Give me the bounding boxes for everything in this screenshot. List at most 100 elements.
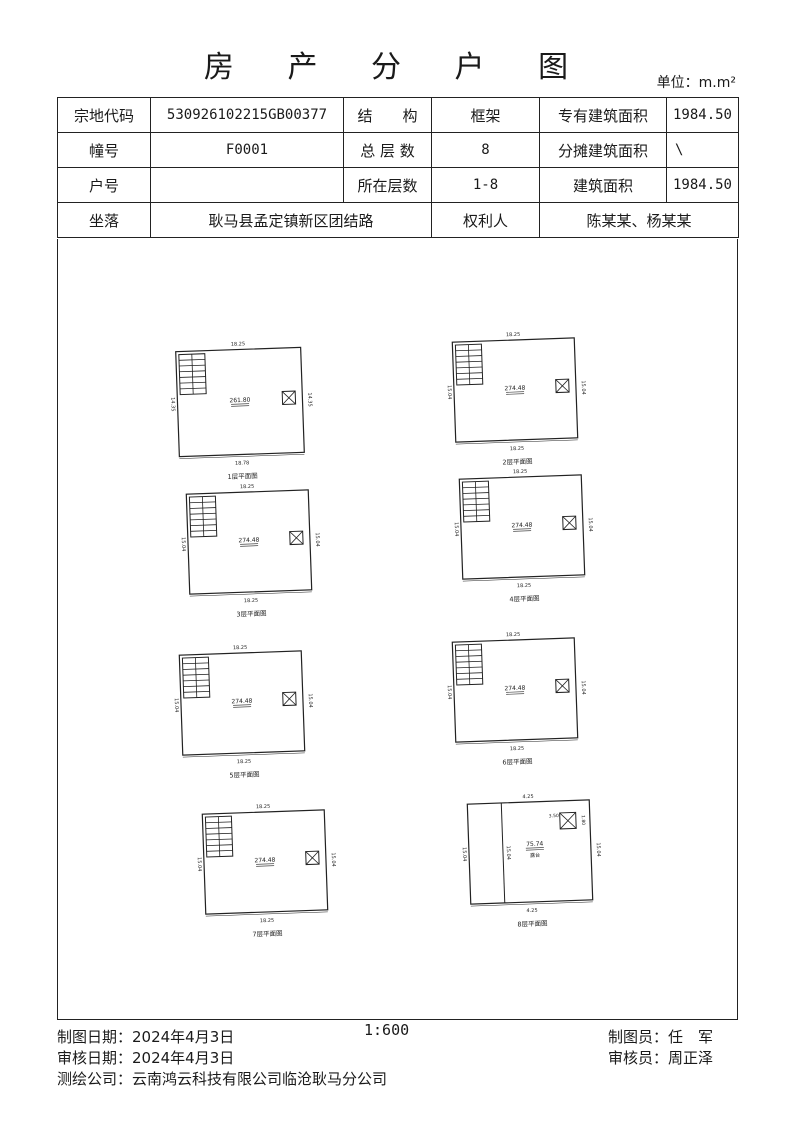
- dimension-bottom: 18.25: [510, 746, 525, 752]
- plan-caption: 2层平面图: [502, 457, 532, 466]
- dimension-bottom: 18.25: [517, 583, 532, 589]
- dimension-bottom: 18.25: [237, 759, 252, 765]
- dimension-right: 15.04: [314, 532, 320, 547]
- property-info-table: 宗地代码 530926102215GB00377 结 构 框架 专有建筑面积 1…: [57, 97, 739, 238]
- area-underline: [506, 691, 525, 693]
- plan-area-label: 274.48: [504, 385, 525, 393]
- plan-area-label: 274.48: [511, 522, 532, 530]
- stair-rail: [194, 657, 198, 698]
- floor-plan-area: [57, 239, 738, 1020]
- location-label: 坐落: [57, 202, 151, 238]
- plan-outline: [451, 637, 579, 743]
- area-underline: [231, 403, 250, 405]
- plan-caption: 1层平面图: [227, 472, 257, 481]
- stair-rail: [474, 481, 478, 522]
- dimension-bottom: 18.25: [244, 598, 259, 604]
- plan-area-label: 274.48: [231, 698, 252, 706]
- shaft-cross: [289, 530, 303, 545]
- owner-label: 权利人: [431, 202, 540, 238]
- plan-outline: [185, 489, 313, 595]
- table-row: 宗地代码 530926102215GB00377 结 构 框架 专有建筑面积 1…: [57, 97, 739, 133]
- floor-plan-4: 274.48 18.25 18.25 15.04 15.04 4层平面图: [453, 469, 593, 604]
- dimension-line: [189, 591, 312, 597]
- draw-date: 制图日期：2024年4月3日: [57, 1028, 235, 1046]
- area-underline: [233, 706, 252, 708]
- dimension-top: 18.25: [506, 632, 521, 638]
- dimension-right: 15.04: [587, 517, 593, 532]
- dimension-line: [205, 911, 328, 917]
- plan-caption: 3层平面图: [236, 609, 266, 618]
- unit-label: 单位：m.m²: [656, 75, 736, 91]
- area-underline: [506, 693, 525, 695]
- area-underline: [513, 530, 532, 532]
- dimension-line: [462, 576, 585, 582]
- survey-company: 测绘公司：云南鸿云科技有限公司临沧耿马分公司: [57, 1070, 388, 1088]
- dimension-bottom: 4.25: [526, 908, 537, 914]
- dimension-right: 15.04: [580, 680, 586, 695]
- total-floors-label: 总 层 数: [343, 132, 432, 168]
- scale-label: 1:600: [364, 1021, 410, 1039]
- dimension-top: 18.25: [233, 645, 248, 651]
- plan-outline: [178, 650, 306, 756]
- dimension-top: 18.25: [256, 804, 271, 810]
- plan-outline: [175, 346, 305, 458]
- shaft-box: [555, 378, 570, 394]
- plan-area-label: 261.80: [229, 397, 250, 405]
- dimension-bottom: 18.25: [260, 918, 275, 924]
- stair-rail: [467, 644, 471, 685]
- shaft-box: [281, 390, 297, 406]
- plan-outline: [466, 799, 594, 905]
- terrace-divider: [500, 802, 506, 903]
- shaft-cross: [282, 390, 296, 405]
- reviewer: 审核员：周正泽: [608, 1049, 714, 1067]
- dimension-line: [182, 752, 305, 758]
- dimension-right: 15.04: [330, 852, 336, 867]
- dimension-left: 15.04: [453, 522, 459, 537]
- dimension-bottom: 18.78: [235, 460, 250, 466]
- dimension-top: 18.25: [513, 469, 528, 475]
- area-underline: [513, 528, 532, 530]
- area-underline: [256, 863, 275, 865]
- building-area-label: 建筑面积: [539, 167, 667, 203]
- drafter: 制图员：任 军: [608, 1028, 714, 1046]
- dimension-top: 18.25: [231, 341, 246, 347]
- plan-area-label: 274.48: [238, 537, 259, 545]
- dimension-right: 15.04: [307, 693, 313, 708]
- area-underline: [240, 545, 259, 547]
- structure-value: 框架: [431, 97, 540, 133]
- shaft-cross: [282, 691, 296, 706]
- terrace-label: 露台: [530, 852, 540, 859]
- dimension-left: 15.04: [446, 385, 452, 400]
- plan-outline: [458, 474, 586, 580]
- stair-room: [559, 811, 577, 830]
- shaft-box: [282, 691, 297, 707]
- shaft-cross: [562, 515, 576, 530]
- location-value: 耿马县孟定镇新区团结路: [150, 202, 432, 238]
- dimension-top: 18.25: [506, 332, 521, 338]
- dimension-line: [455, 739, 578, 745]
- dimension-line: [179, 454, 305, 459]
- area-underline: [231, 405, 250, 407]
- dimension-left: 15.04: [173, 698, 179, 713]
- dimension-line: [455, 439, 578, 445]
- owner-value: 陈某某、杨某某: [539, 202, 739, 238]
- area-underline: [525, 847, 544, 849]
- dimension-right: 14.35: [306, 392, 312, 407]
- plan-outline: [451, 337, 579, 443]
- inner-dimension: 3.50: [549, 813, 559, 819]
- plan-area-label: 274.48: [504, 685, 525, 693]
- shaft-box: [562, 515, 577, 531]
- dimension-left: 15.04: [461, 847, 467, 862]
- dimension-left: 14.35: [169, 397, 175, 412]
- room-cross: [559, 812, 576, 830]
- building-no-label: 幢号: [57, 132, 151, 168]
- stair-rail: [217, 816, 221, 857]
- floor-range-value: 1-8: [431, 167, 540, 203]
- plan-caption: 4层平面图: [509, 594, 539, 603]
- exclusive-area-value: 1984.50: [666, 97, 739, 133]
- stair-rail: [191, 354, 194, 395]
